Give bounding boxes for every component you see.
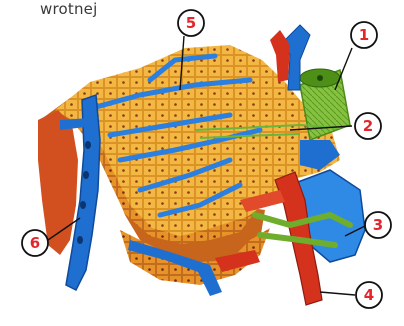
marker-3-label: 3 xyxy=(373,216,383,234)
marker-3: 3 xyxy=(365,212,391,238)
marker-1-label: 1 xyxy=(359,26,369,44)
marker-6-label: 6 xyxy=(30,234,40,252)
marker-5: 5 xyxy=(178,10,204,36)
marker-4: 4 xyxy=(356,282,382,308)
marker-4-label: 4 xyxy=(364,286,374,304)
caption-fragment: wrotnej xyxy=(40,0,97,18)
marker-2-label: 2 xyxy=(363,117,373,135)
marker-6: 6 xyxy=(22,230,48,256)
marker-5-label: 5 xyxy=(186,14,196,32)
marker-1: 1 xyxy=(351,22,377,48)
marker-2: 2 xyxy=(355,113,381,139)
